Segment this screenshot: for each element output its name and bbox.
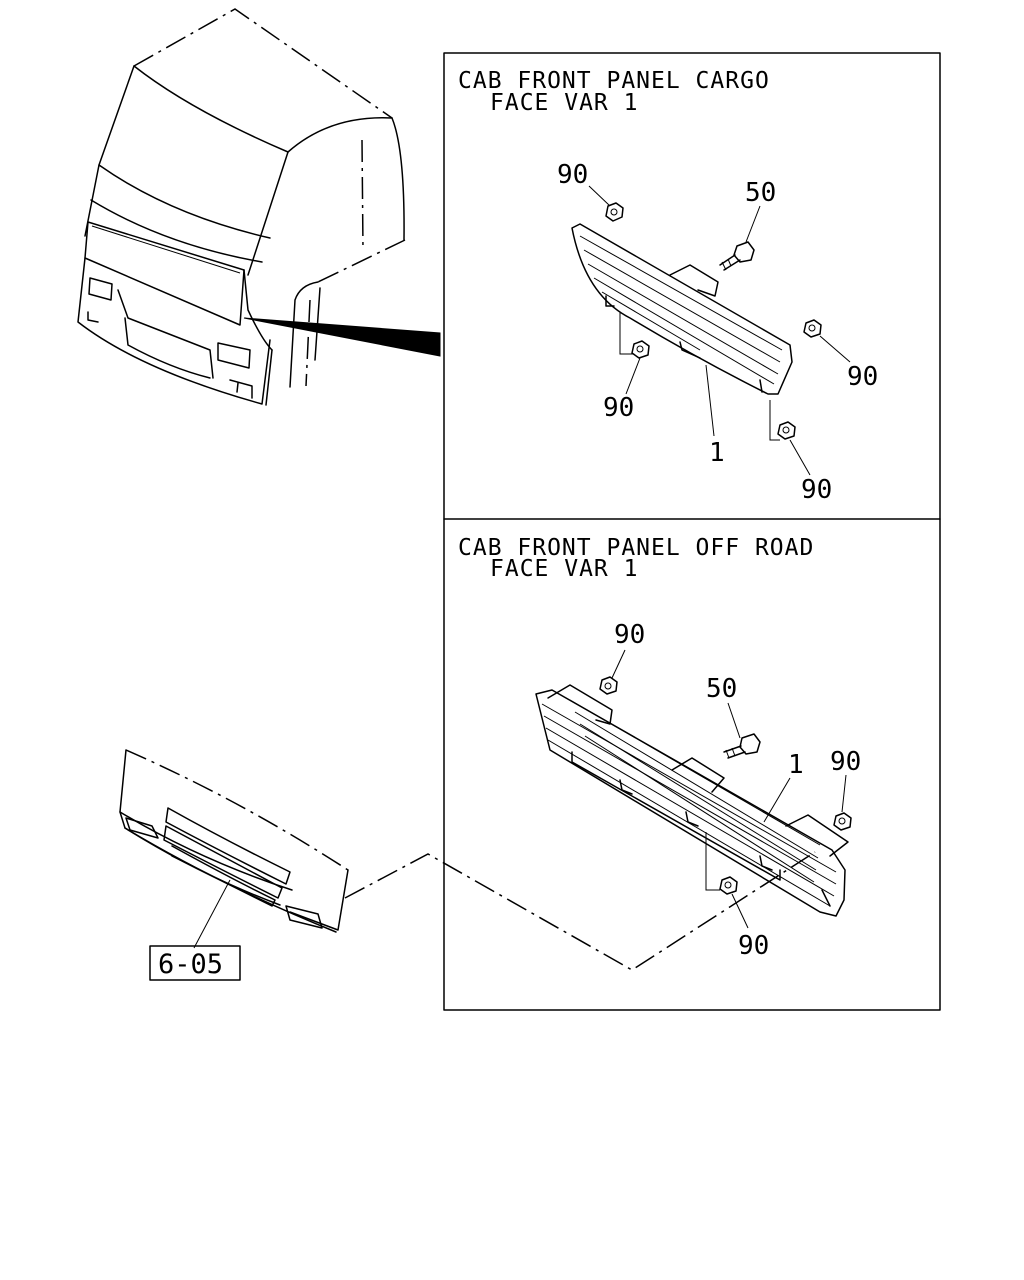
nut-icon — [803, 319, 822, 338]
reference-label: 6-05 — [158, 949, 223, 980]
nut-icon — [631, 340, 650, 359]
panel-off-road-subtitle: FACE VAR 1 — [490, 556, 638, 582]
callout-50: 50 — [745, 178, 776, 208]
nut-icon — [605, 202, 624, 222]
callout-90: 90 — [738, 931, 769, 961]
nut-icon — [599, 676, 618, 695]
callout-1: 1 — [788, 750, 804, 780]
front-grille-assembly-illustration — [119, 749, 816, 971]
callout-1: 1 — [709, 438, 725, 468]
callout-90: 90 — [830, 747, 861, 777]
panel-cargo: CAB FRONT PANEL CARGO FACE VAR 1 — [458, 68, 878, 505]
off-road-grille-part — [535, 684, 849, 917]
callout-90: 90 — [603, 393, 634, 423]
panel-off-road: CAB FRONT PANEL OFF ROAD FACE VAR 1 — [458, 535, 861, 961]
nut-icon — [833, 812, 852, 831]
callout-50: 50 — [706, 674, 737, 704]
callout-90: 90 — [557, 160, 588, 190]
callout-90: 90 — [801, 475, 832, 505]
nut-icon — [719, 876, 738, 895]
cargo-grille-part — [571, 223, 793, 395]
bolt-icon — [719, 241, 755, 271]
reference-box: 6-05 — [149, 945, 241, 981]
callout-90: 90 — [847, 362, 878, 392]
callout-90: 90 — [614, 620, 645, 650]
truck-cab-illustration — [77, 8, 441, 406]
panel-frames — [443, 52, 941, 1011]
panel-cargo-title: CAB FRONT PANEL CARGO — [458, 68, 770, 94]
bolt-icon — [723, 733, 761, 759]
panel-off-road-title: CAB FRONT PANEL OFF ROAD — [458, 535, 814, 561]
panel-cargo-subtitle: FACE VAR 1 — [490, 90, 638, 116]
nut-icon — [777, 421, 796, 440]
